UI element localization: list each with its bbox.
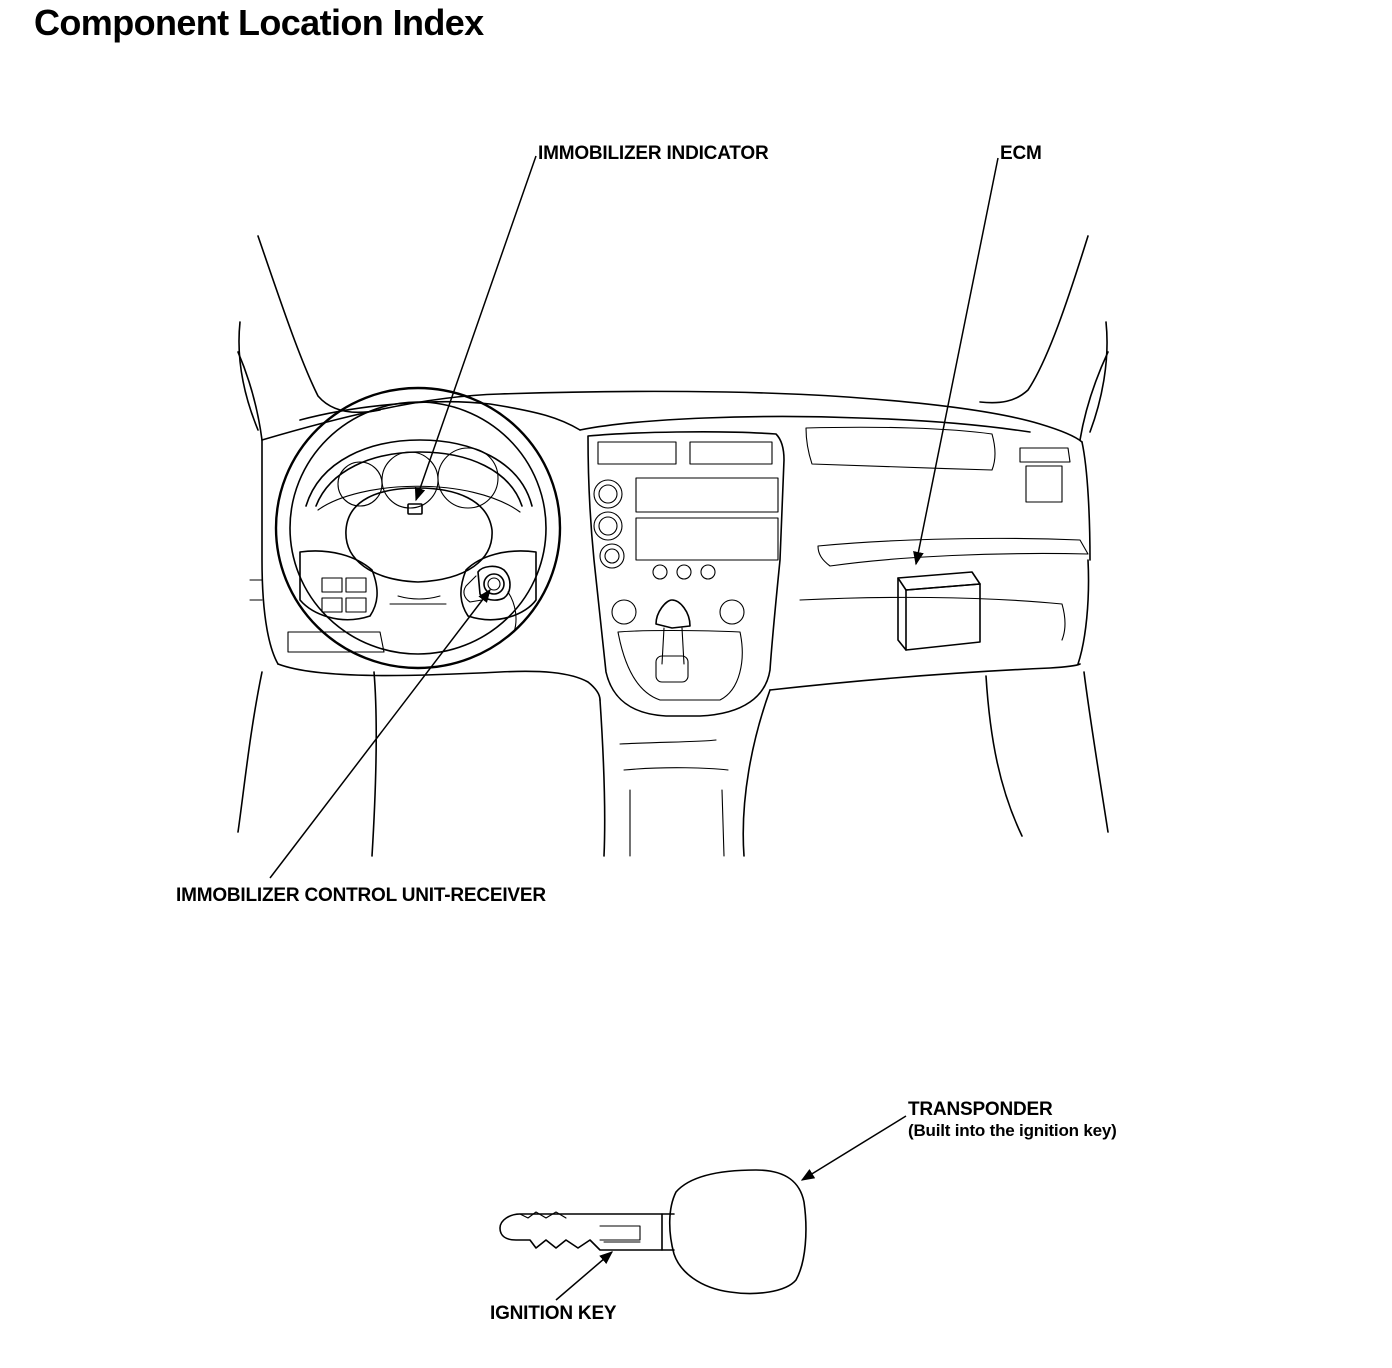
immobilizer-control-unit-receiver-label: IMMOBILIZER CONTROL UNIT-RECEIVER (176, 885, 546, 906)
transponder-note: (Built into the ignition key) (908, 1121, 1117, 1140)
transponder-label: TRANSPONDER (Built into the ignition key… (908, 1099, 1117, 1141)
ignition-key (499, 1169, 807, 1295)
ecm-label: ECM (1000, 143, 1042, 164)
steering-wheel (274, 386, 562, 670)
leader-control-unit-receiver (269, 588, 491, 879)
leader-transponder (800, 1115, 907, 1181)
center-console (587, 431, 785, 857)
immobilizer-indicator-label: IMMOBILIZER INDICATOR (538, 143, 769, 164)
ignition-key-label: IGNITION KEY (490, 1303, 617, 1324)
left-a-pillar (237, 235, 381, 441)
transponder-title: TRANSPONDER (908, 1099, 1053, 1120)
right-dash-panel (769, 426, 1090, 691)
leader-immobilizer-indicator (414, 155, 537, 502)
leader-ecm (913, 157, 999, 566)
page-title: Component Location Index (34, 2, 484, 43)
immobilizer-control-unit-receiver (463, 565, 517, 633)
right-a-pillar (979, 235, 1109, 441)
immobilizer-indicator-lamp (407, 503, 423, 515)
leader-ignition-key (555, 1251, 614, 1301)
ecm-module (897, 571, 981, 651)
dashboard-top (261, 390, 1091, 665)
lower-dash (237, 579, 1109, 857)
